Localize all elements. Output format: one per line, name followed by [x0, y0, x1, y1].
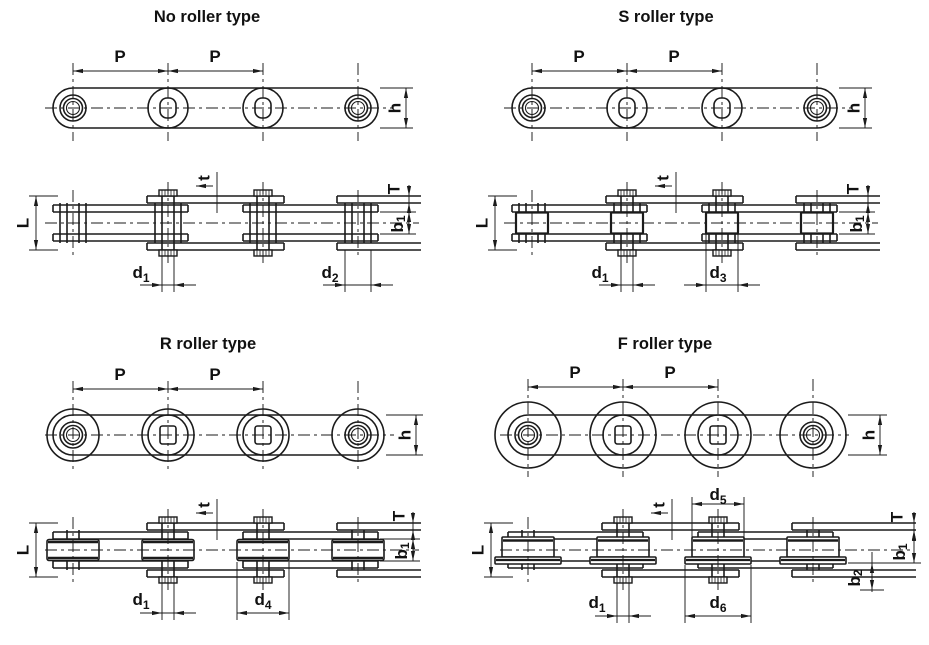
s-roller-pin-dia-label: d1 — [591, 263, 608, 285]
f-roller-title: F roller type — [618, 335, 712, 353]
s-roller-pitch-label-1: P — [573, 47, 584, 66]
no-roller-pin-dia-label: d1 — [132, 263, 149, 285]
f-roller-inner-plate-label: t — [650, 502, 669, 508]
f-roller-pin-dia-label: d1 — [588, 593, 605, 615]
f-roller-roller-top-dia-label: d5 — [709, 485, 726, 507]
r-roller-pitch-label-1: P — [114, 365, 125, 384]
s-roller-outer-plate-label: T — [844, 183, 863, 194]
s-roller-inner-plate-label: t — [654, 175, 673, 181]
s-roller-roller-dia-label: d3 — [709, 263, 726, 285]
r-roller-pitch-label-2: P — [209, 365, 220, 384]
f-roller-pitch-label-2: P — [664, 363, 675, 382]
no-roller-inner-width-label: b1 — [388, 215, 409, 232]
f-roller-outer-plate-label: T — [888, 511, 907, 522]
s-roller-length-label: L — [473, 218, 492, 228]
f-roller-length-label: L — [469, 545, 488, 555]
no-roller-outer-plate-label: T — [385, 183, 404, 194]
f-roller-pitch-label-1: P — [569, 363, 580, 382]
r-roller-geometry — [29, 381, 423, 620]
f-roller-flange-offset-label: b2 — [845, 569, 866, 586]
s-roller-pitch-label-2: P — [668, 47, 679, 66]
r-roller-pin-dia-label: d1 — [132, 590, 149, 612]
f-roller-height-label: h — [860, 430, 879, 440]
s-roller-title: S roller type — [618, 8, 713, 26]
s-roller-geometry — [488, 63, 880, 292]
no-roller-pitch-label-2: P — [209, 47, 220, 66]
r-roller-roller-dia-label: d4 — [254, 590, 271, 612]
s-roller-height-label: h — [845, 103, 864, 113]
panel-f-roller: F roller type P P h L t T b1 b2 d1 d5 d6 — [469, 335, 911, 615]
no-roller-title: No roller type — [154, 8, 260, 26]
no-roller-geometry — [29, 63, 421, 292]
r-roller-outer-plate-label: T — [390, 510, 409, 521]
panel-s-roller: S roller type P P h L t T b1 d1 d3 — [473, 8, 868, 285]
no-roller-inner-plate-label: t — [195, 175, 214, 181]
panel-r-roller: R roller type P P h L t T b1 d1 d4 — [14, 335, 415, 612]
no-roller-height-label: h — [386, 103, 405, 113]
f-roller-inner-width-label: b1 — [890, 543, 911, 560]
no-roller-length-label: L — [14, 218, 33, 228]
s-roller-inner-width-label: b1 — [847, 215, 868, 232]
r-roller-inner-plate-label: t — [195, 502, 214, 508]
r-roller-inner-width-label: b1 — [392, 542, 413, 559]
no-roller-bush-dia-label: d2 — [321, 263, 338, 285]
no-roller-pitch-label-1: P — [114, 47, 125, 66]
r-roller-height-label: h — [396, 430, 415, 440]
r-roller-length-label: L — [14, 545, 33, 555]
f-roller-flange-dia-label: d6 — [709, 593, 726, 615]
f-roller-geometry — [484, 379, 921, 623]
r-roller-title: R roller type — [160, 335, 256, 353]
panel-no-roller: No roller type P P h L t T b1 d1 d2 — [14, 8, 409, 285]
